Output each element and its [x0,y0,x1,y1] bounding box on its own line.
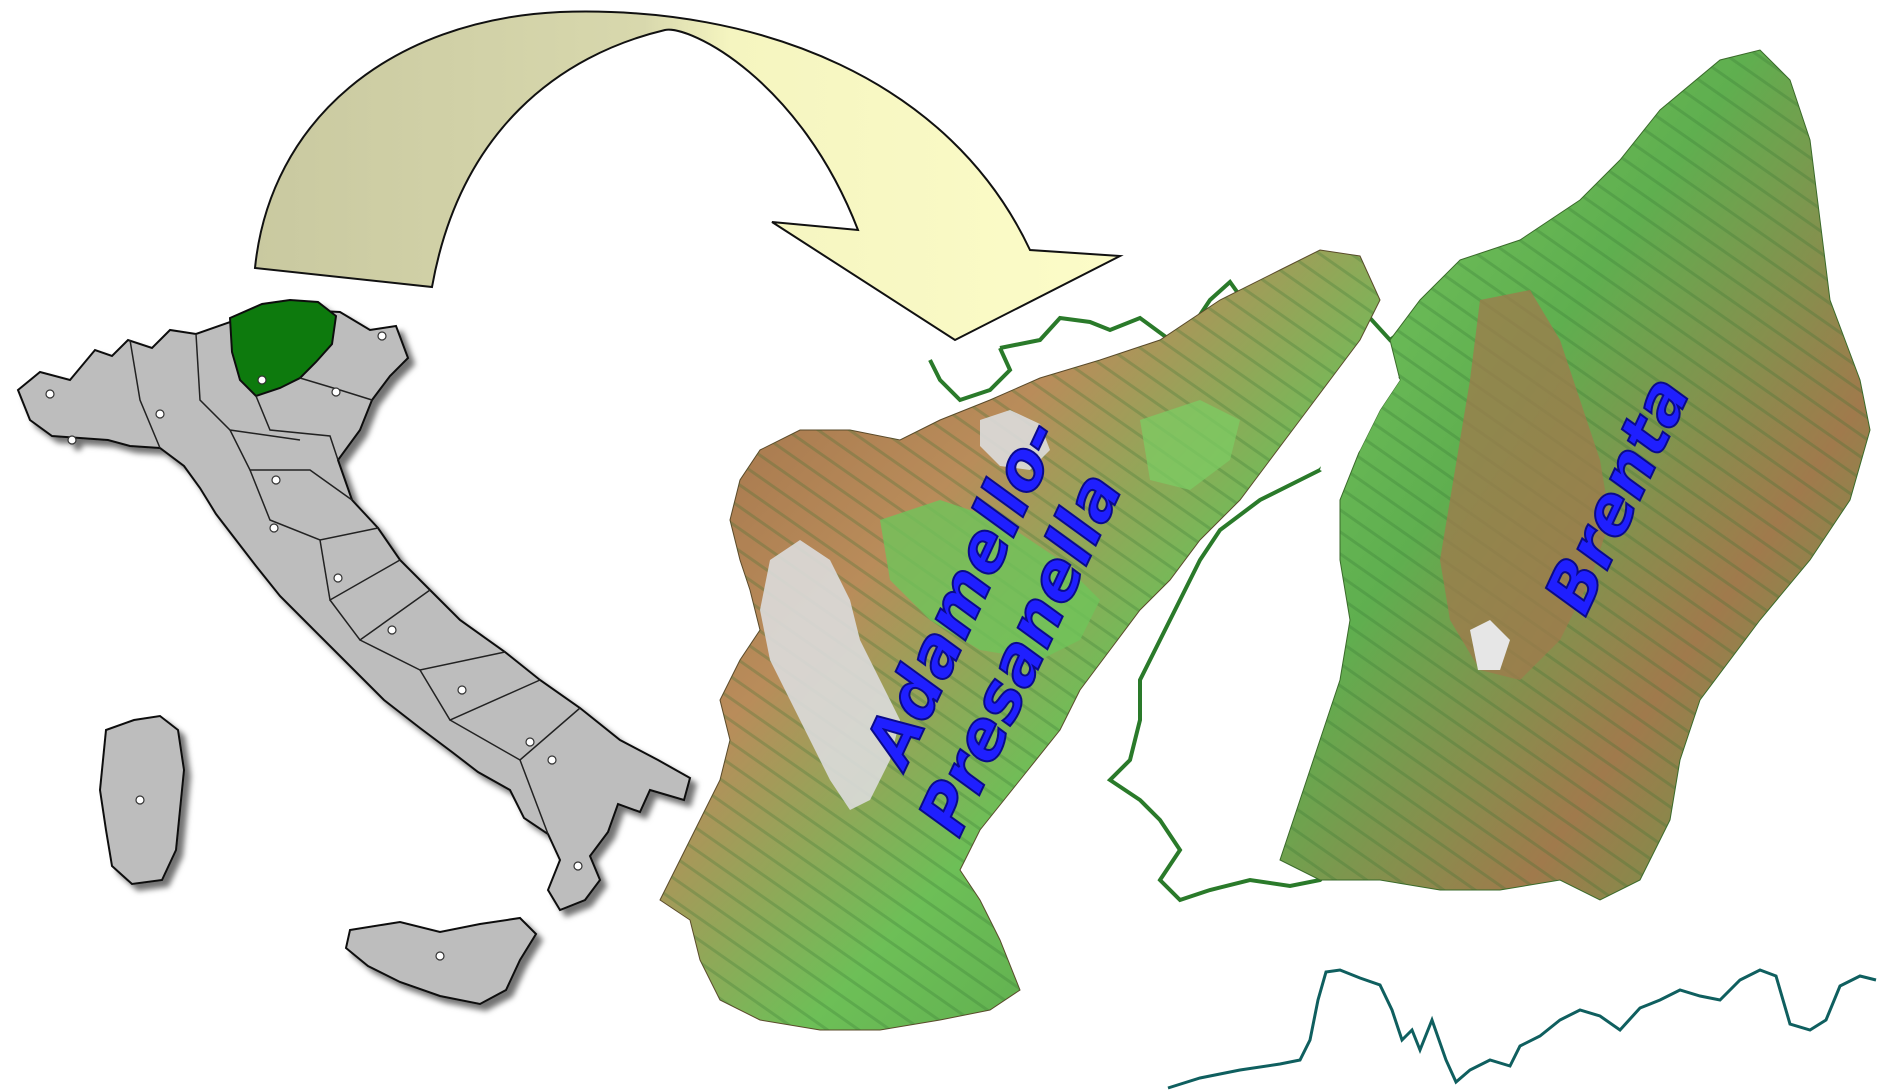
green-valley [880,500,1100,660]
capital-markers [45,331,583,961]
brenta-glacier [1470,620,1510,670]
brenta-terrain [1279,49,1871,901]
lake-gap [1320,350,1400,480]
green-valley-2 [1140,400,1240,490]
region-borders [129,333,581,835]
sicily [344,916,538,1006]
elevation-profile [1167,968,1877,1090]
glacier-adamello [760,540,900,810]
italy-map [16,298,692,1006]
brenta-core [1440,290,1610,680]
curved-arrow [253,10,1124,342]
province-border-west [928,347,1013,403]
glacier-presanella [980,410,1050,470]
trentino-region [228,298,338,398]
adamello-terrain [659,249,1381,1031]
